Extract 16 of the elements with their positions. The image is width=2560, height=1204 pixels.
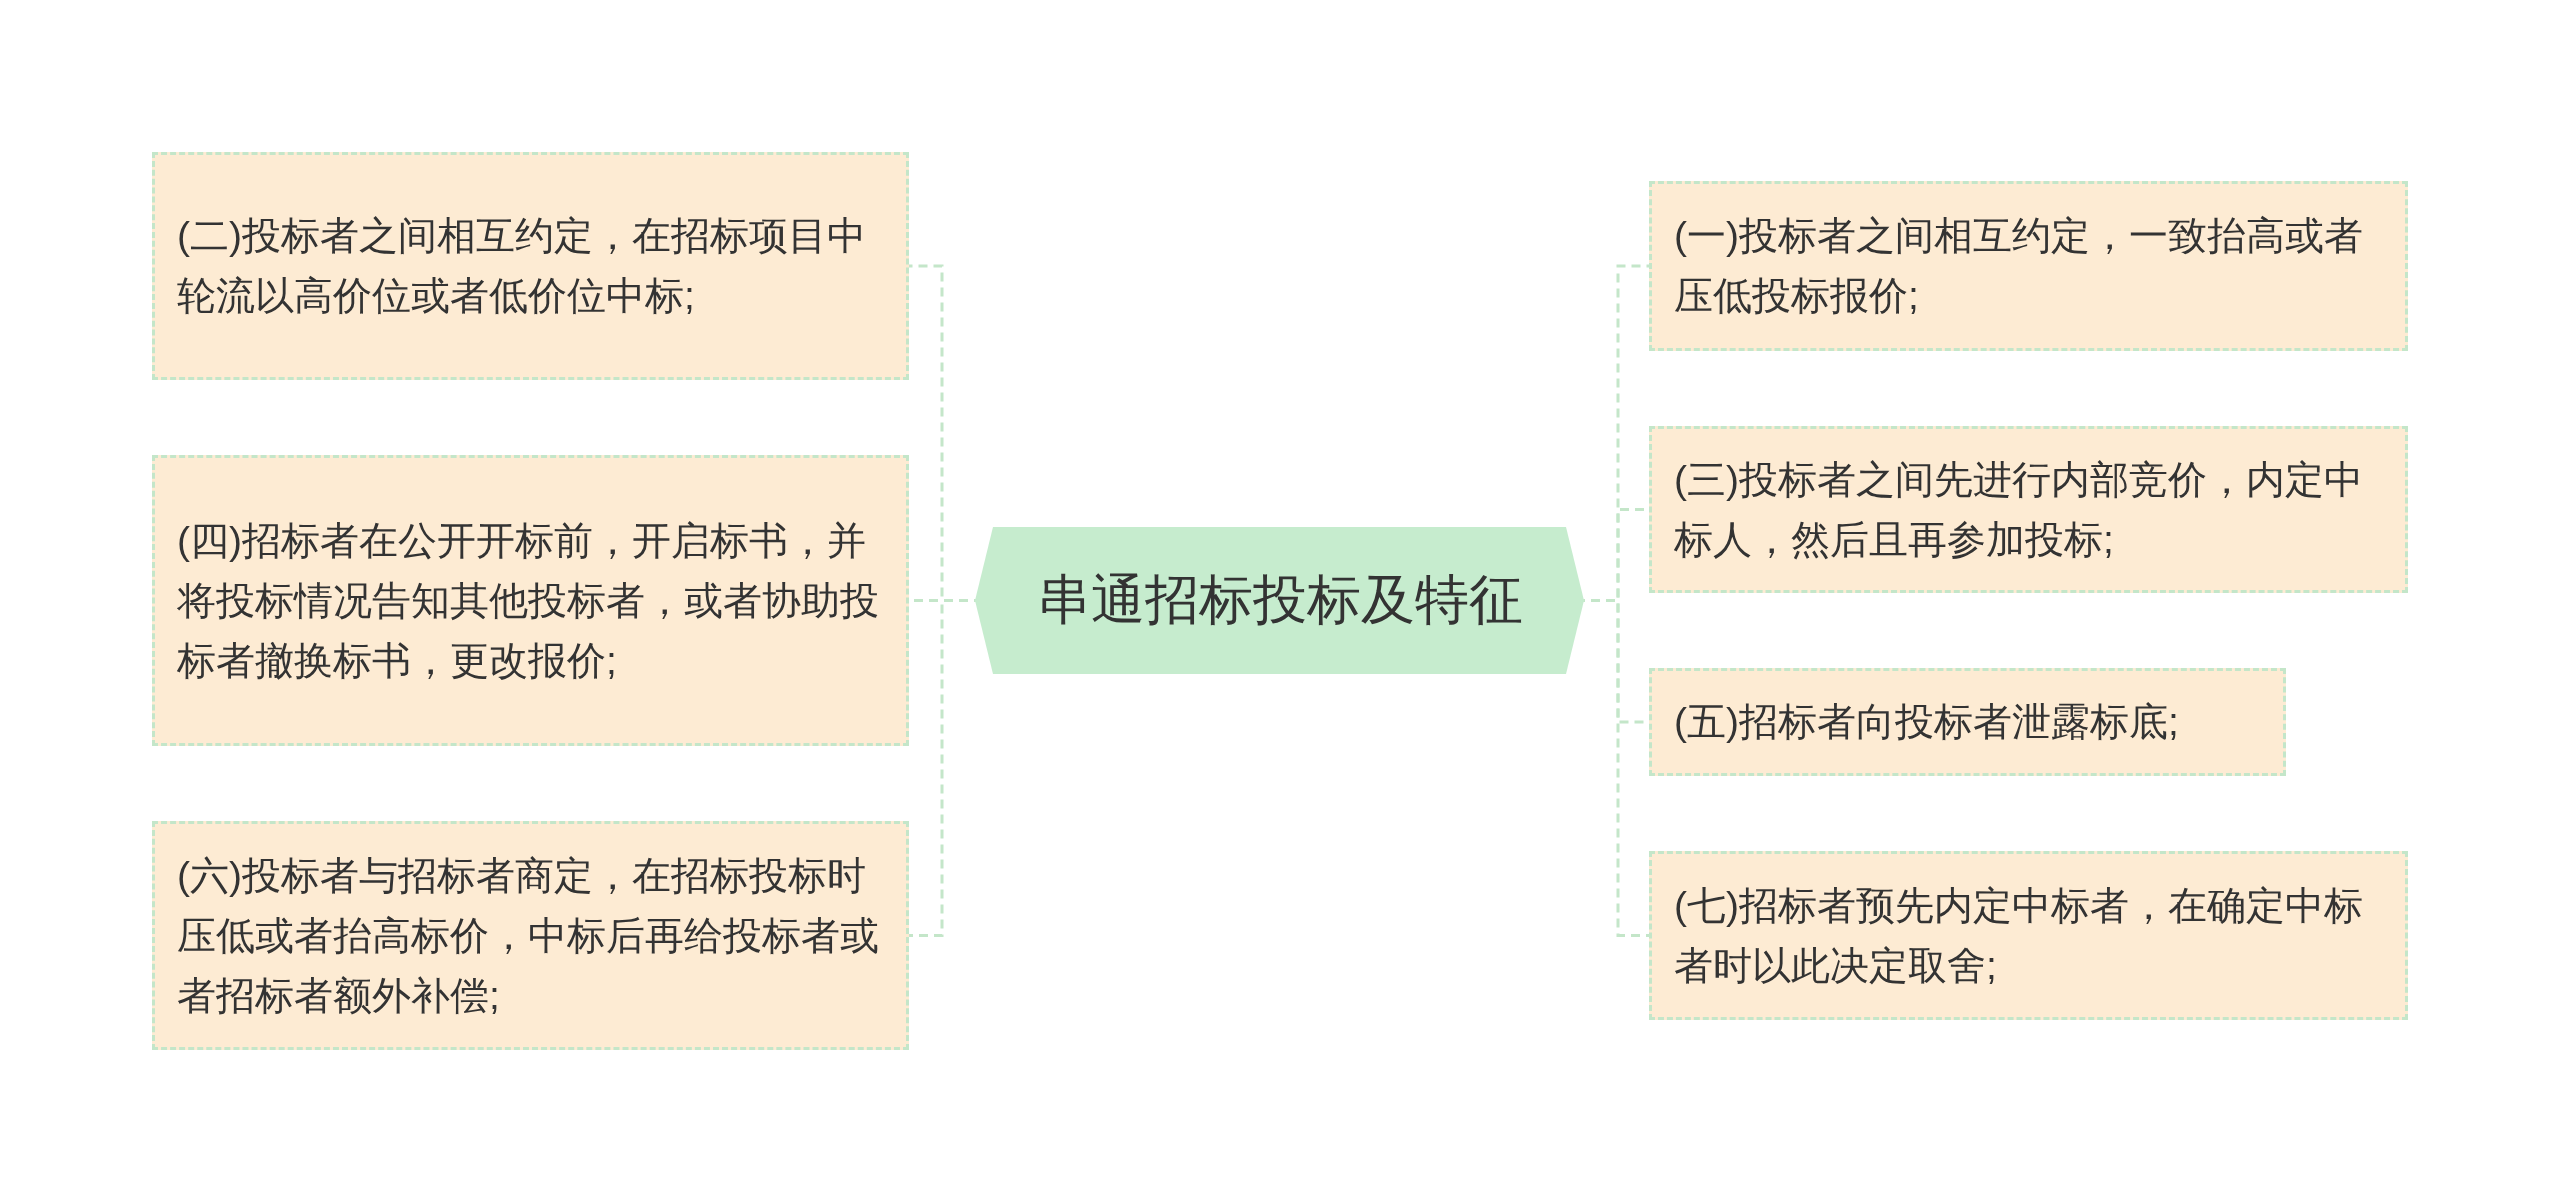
topic-title: 串通招标投标及特征 [1035,568,1524,631]
topic-text: (五)招标者向投标者泄露标底; [1674,699,2179,745]
topic-text: (六)投标者与招标者商定，在招标投标时压低或者抬高标价，中标后再给投标者或者招标者额外补偿; [177,852,880,1019]
topic-box [1649,851,2408,1020]
topic-box [152,821,909,1050]
topic-box [1649,181,2408,351]
topic-text: (七)招标者预先内定中标者，在确定中标者时以此决定取舍; [1674,882,2364,989]
topic-box [1649,668,2286,776]
topic-box [1649,426,2408,593]
topic-text: (三)投标者之间先进行内部竞价，内定中标人，然后且再参加投标; [1674,456,2364,563]
topic-hexagon [975,527,1584,674]
topic-text: (四)招标者在公开开标前，开启标书，并将投标情况告知其他投标者，或者协助投标者撤换标书，更改报价; [177,517,880,684]
topic-box [152,152,909,380]
topic-box [152,455,909,746]
topic-text: (一)投标者之间相互约定，一致抬高或者压低投标报价; [1674,213,2364,319]
topic-text: (二)投标者之间相互约定，在招标项目中轮流以高价位或者低价位中标; [177,213,867,319]
